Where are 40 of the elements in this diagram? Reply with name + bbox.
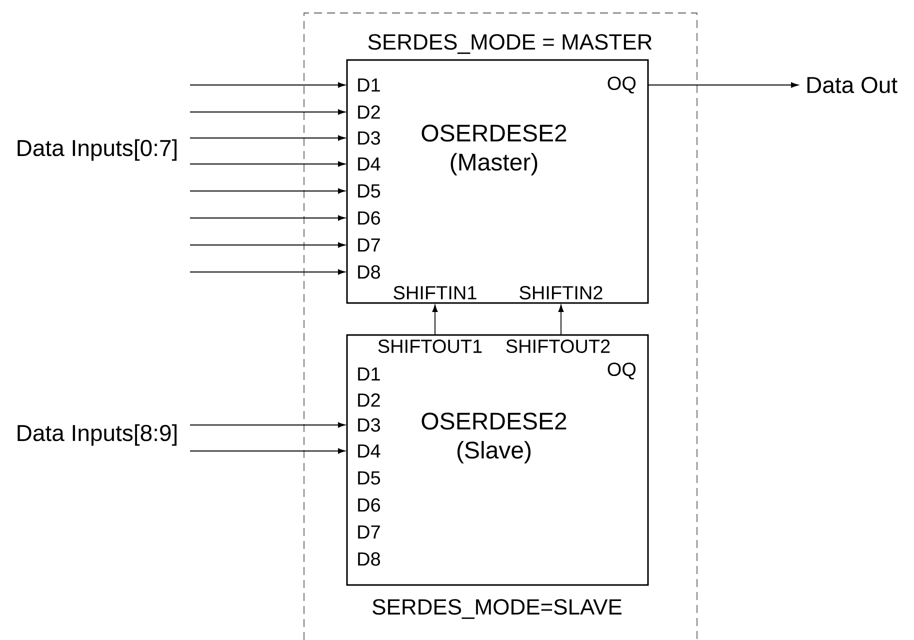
pin-label: D4 — [358, 444, 380, 458]
arrow — [190, 215, 346, 221]
pin-label: D5 — [358, 184, 380, 198]
pin-label: OQ — [608, 362, 636, 380]
mode-heading: SERDES_MODE = MASTER — [368, 34, 652, 54]
mode-heading: SERDES_MODE=SLAVE — [372, 599, 622, 619]
pin-label: D1 — [358, 367, 380, 381]
pin-label: D6 — [358, 498, 380, 512]
pin-label: D2 — [358, 105, 380, 119]
bus-label: Data Inputs[8:9] — [18, 424, 177, 446]
arrow — [432, 304, 438, 336]
arrow — [190, 422, 346, 428]
pin-label: SHIFTIN1 — [394, 286, 476, 300]
arrow — [190, 109, 346, 115]
pin-label: D7 — [358, 525, 380, 539]
pin-label: SHIFTOUT1 — [378, 340, 482, 353]
bus-label: Data Inputs[0:7] — [18, 139, 177, 161]
pin-label: D5 — [358, 471, 380, 485]
pin-label: D3 — [358, 131, 380, 145]
arrow — [190, 161, 346, 167]
arrow — [190, 82, 346, 88]
pin-label: D2 — [358, 393, 380, 407]
pin-label: D4 — [358, 157, 380, 171]
signal-label: Data Out — [807, 76, 898, 94]
arrow — [190, 242, 346, 248]
pin-label: D3 — [358, 418, 380, 432]
arrow — [648, 82, 798, 88]
arrow — [190, 188, 346, 194]
pin-label: D1 — [358, 78, 380, 92]
pin-label: D8 — [358, 265, 380, 279]
pin-label: SHIFTOUT2 — [506, 340, 610, 353]
arrow — [558, 304, 564, 336]
arrow — [190, 448, 346, 454]
arrow — [190, 135, 346, 141]
pin-label: D6 — [358, 211, 380, 225]
pin-label: D8 — [358, 552, 380, 566]
arrow — [190, 269, 346, 275]
pin-label: SHIFTIN2 — [520, 286, 602, 300]
pin-label: OQ — [608, 76, 636, 94]
pin-label: D7 — [358, 238, 380, 252]
